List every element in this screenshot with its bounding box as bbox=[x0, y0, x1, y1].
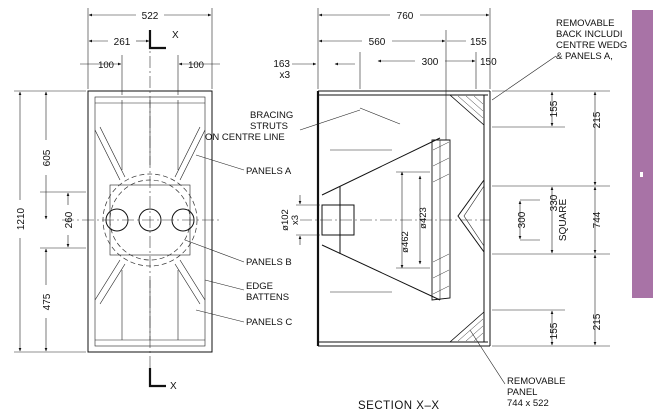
dim-count-x3: x3 bbox=[279, 70, 290, 81]
dim-lower: 475 bbox=[42, 293, 53, 310]
panel-c-right-2 bbox=[174, 263, 201, 305]
panel-c-section-bottom bbox=[448, 311, 485, 343]
leader-removable-back bbox=[491, 55, 557, 101]
dim-count-163: 163 bbox=[273, 59, 290, 70]
section-title: SECTION X–X bbox=[358, 400, 440, 412]
front-view: X X 522 261 100 100 1210 605 bbox=[14, 8, 292, 392]
section-mark-top-label: X bbox=[172, 30, 179, 41]
dim-dia-423: ø423 bbox=[418, 207, 429, 229]
dim-depth-150: 150 bbox=[480, 57, 497, 68]
dim-port-count: x3 bbox=[290, 215, 301, 225]
label-removable-back-line2: BACK INCLUDI bbox=[556, 29, 623, 40]
leader-edge-battens bbox=[204, 279, 245, 291]
label-removable-back-line4: & PANELS A, bbox=[556, 51, 613, 62]
dim-port-dia: ø102 bbox=[280, 209, 291, 231]
dim-middle: 260 bbox=[64, 211, 75, 228]
dim-side-215-top: 215 bbox=[592, 111, 603, 128]
label-removable-panel-line3: 744 x 522 bbox=[507, 398, 549, 409]
bracing-strut bbox=[359, 107, 401, 125]
leader-panels-b bbox=[184, 239, 245, 263]
dim-width-total: 522 bbox=[142, 11, 159, 22]
label-removable-panel-line2: PANEL bbox=[507, 387, 537, 398]
dim-height-total: 1210 bbox=[16, 207, 27, 230]
section-marker-top bbox=[148, 30, 166, 50]
dim-side-155-bottom: 155 bbox=[549, 322, 560, 339]
panel-a-right bbox=[179, 129, 206, 181]
label-panels-b: PANELS B bbox=[246, 257, 292, 268]
leader-panels-c bbox=[195, 309, 245, 323]
dim-depth-total: 760 bbox=[397, 11, 414, 22]
label-removable-back-line3: CENTRE WEDG bbox=[556, 40, 627, 51]
dim-depth-300: 300 bbox=[422, 57, 439, 68]
dim-side-215-bottom: 215 bbox=[592, 313, 603, 330]
panel-c-left-2 bbox=[99, 263, 126, 305]
dim-offset-center: 261 bbox=[114, 37, 131, 48]
centre-wedge-inner bbox=[463, 185, 485, 247]
dim-side-744: 744 bbox=[592, 211, 603, 228]
label-bracing-line2: STRUTS bbox=[250, 121, 288, 132]
label-bracing-line3: ON CENTRE LINE bbox=[205, 132, 285, 143]
label-edge-battens-line1: EDGE bbox=[246, 281, 273, 292]
label-bracing-line1: BRACING bbox=[250, 110, 293, 121]
dim-dia-462: ø462 bbox=[400, 231, 411, 253]
centre-wedge bbox=[457, 179, 485, 253]
leader-panels-a bbox=[195, 154, 245, 171]
label-panels-a: PANELS A bbox=[246, 166, 292, 177]
panel-a-left-2 bbox=[99, 126, 126, 178]
side-tab-strip bbox=[632, 10, 653, 298]
label-edge-battens-line2: BATTENS bbox=[246, 292, 289, 303]
leader-bracing bbox=[299, 109, 361, 131]
leader-removable-panel bbox=[469, 329, 506, 385]
dim-edge-right: 100 bbox=[188, 60, 204, 71]
horn-mouth-board bbox=[431, 139, 451, 301]
dim-upper: 605 bbox=[42, 149, 53, 166]
section-mark-bottom-label: X bbox=[170, 381, 177, 392]
horn-lower-wall bbox=[321, 244, 441, 301]
label-removable-back-line1: REMOVABLE bbox=[556, 18, 614, 29]
panel-a-left bbox=[94, 129, 121, 181]
panel-a-section-top bbox=[448, 94, 485, 126]
section-marker-bottom bbox=[148, 368, 166, 388]
dim-square-word: SQUARE bbox=[558, 199, 569, 242]
dim-edge-left: 100 bbox=[98, 60, 114, 71]
dim-depth-155: 155 bbox=[470, 37, 487, 48]
horn-upper-wall bbox=[321, 137, 441, 196]
section-view: 760 560 155 300 150 163 x3 155 215 bbox=[205, 8, 627, 412]
panel-c-left bbox=[94, 259, 121, 301]
panel-a-right-2 bbox=[174, 126, 201, 178]
dim-depth-560: 560 bbox=[369, 37, 386, 48]
panel-c-right bbox=[179, 259, 206, 301]
dim-side-155-top: 155 bbox=[549, 100, 560, 117]
label-panels-c: PANELS C bbox=[246, 317, 292, 328]
dim-square-330: 330 bbox=[549, 194, 560, 211]
dim-square-300: 300 bbox=[517, 211, 528, 228]
label-removable-panel-line1: REMOVABLE bbox=[507, 376, 565, 387]
